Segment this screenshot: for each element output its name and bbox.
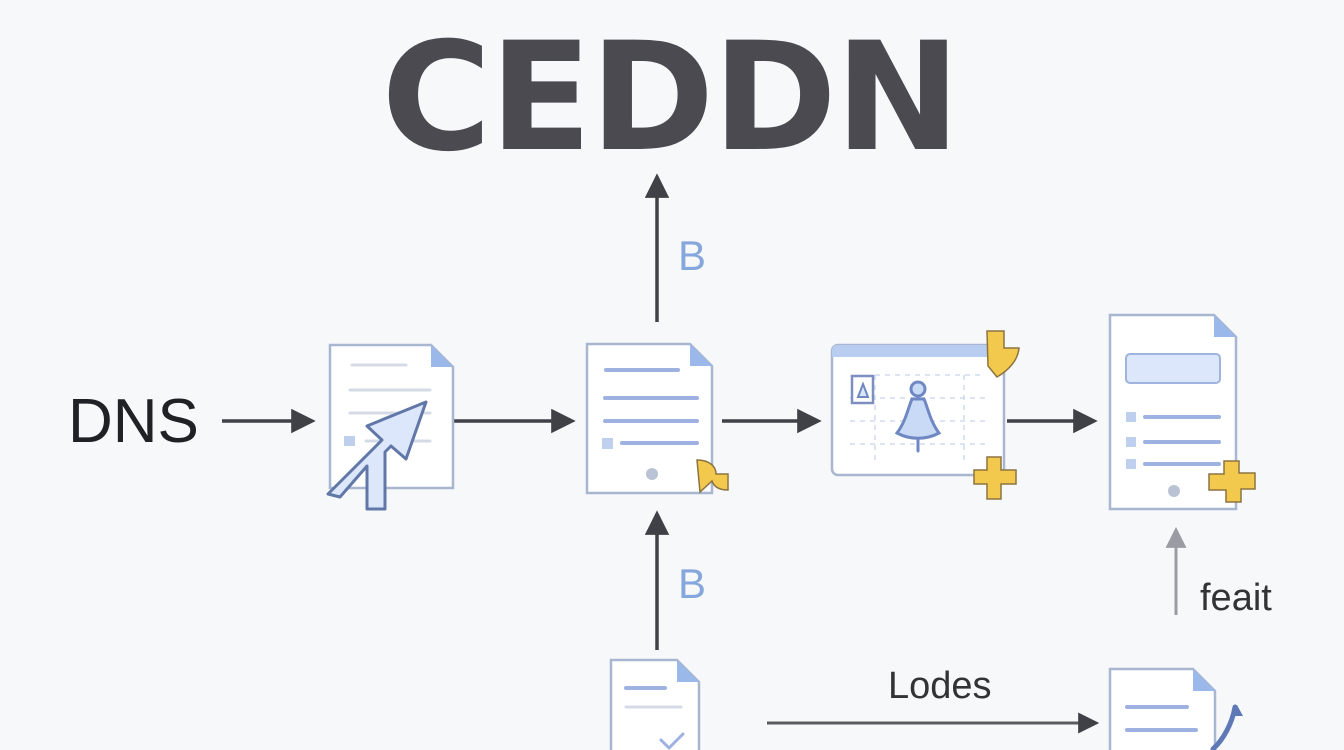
partial-document-icon <box>1108 667 1243 750</box>
lodes-label: Lodes <box>888 665 992 707</box>
diagram-title: CEDDN <box>381 11 958 185</box>
feait-label: feait <box>1200 577 1272 619</box>
bottom-branch-label: B <box>678 560 706 607</box>
document-with-cursor-icon <box>326 343 455 511</box>
document-icon <box>585 342 729 495</box>
top-branch-label: B <box>678 232 706 279</box>
dns-label: DNS <box>68 387 199 456</box>
browser-bell-icon <box>830 330 1020 500</box>
form-document-icon <box>1108 313 1256 511</box>
check-document-icon <box>609 658 701 750</box>
